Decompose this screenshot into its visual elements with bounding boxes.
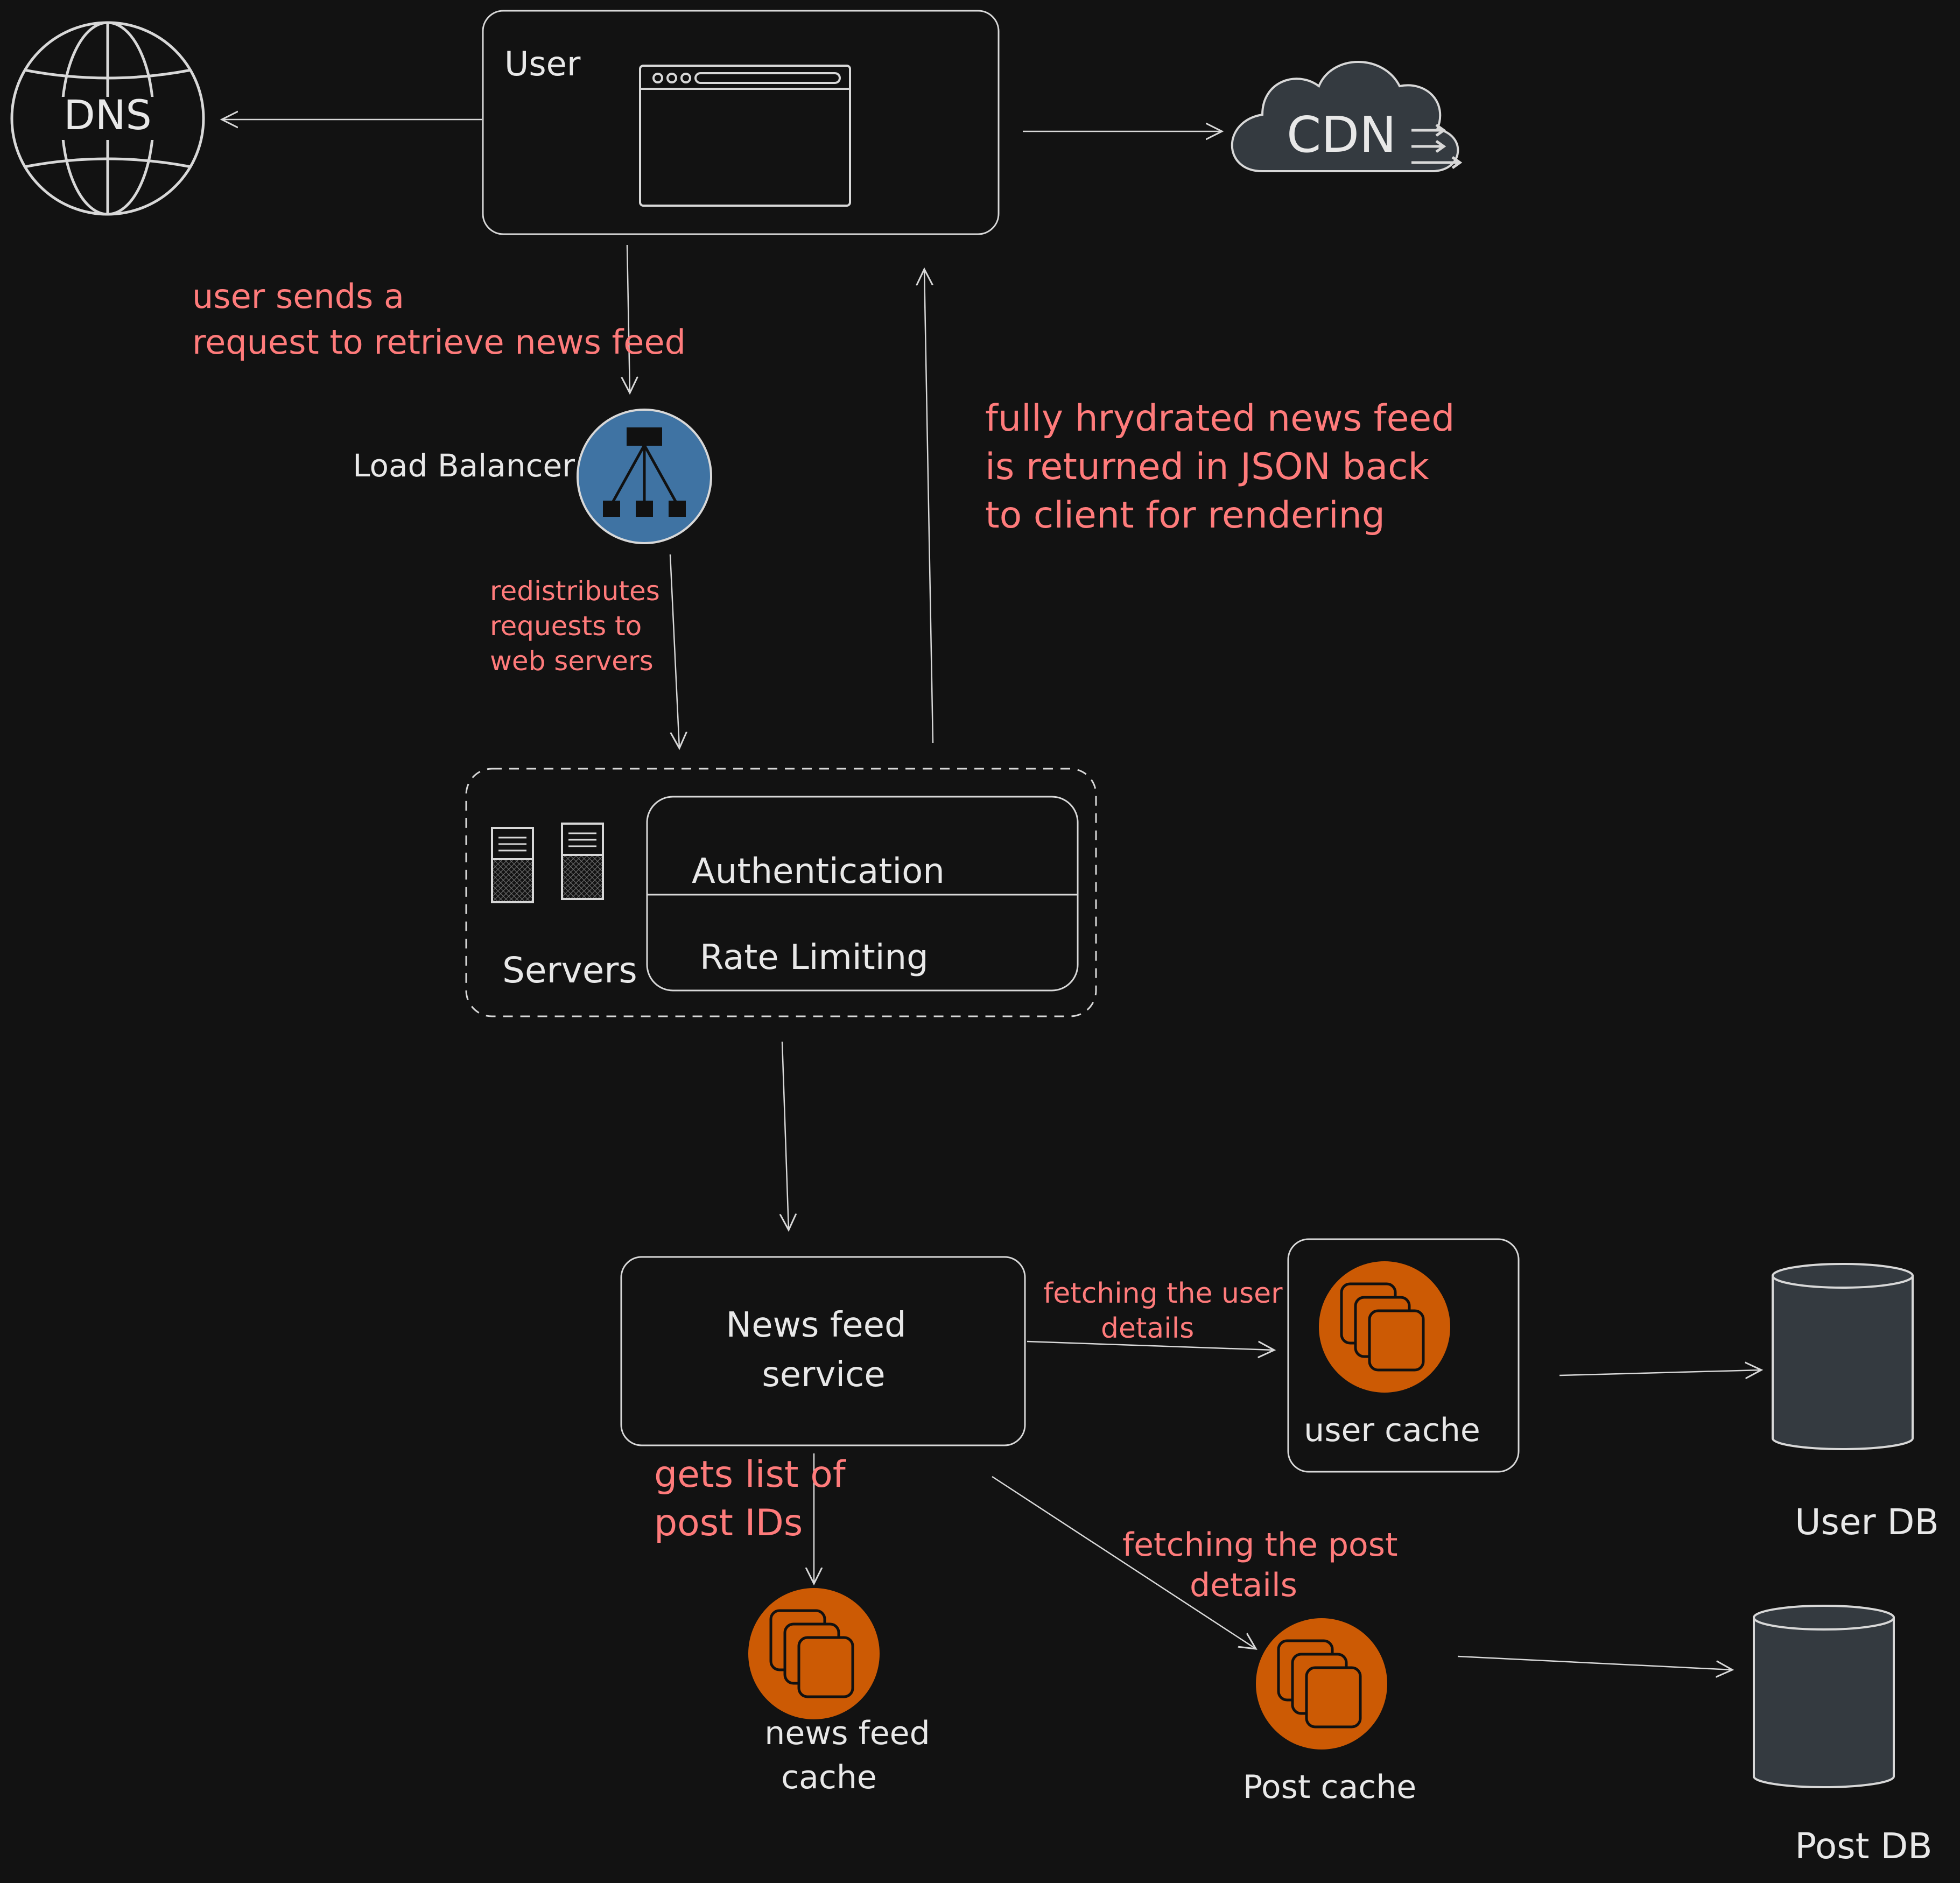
news-feed-cache-node: news feed cache (748, 1588, 930, 1796)
cache-icon (1256, 1618, 1387, 1749)
server-rack-icon (561, 823, 604, 900)
authentication-label: Authentication (692, 852, 945, 891)
arrow-newsfeed-to-postcache (992, 1476, 1256, 1649)
connections (222, 120, 1761, 1670)
user-node[interactable]: User (482, 10, 1000, 235)
arrow-servers-to-newsfeed (782, 1041, 789, 1230)
cdn-node: CDN (1231, 61, 1463, 172)
servers-node: Servers Authentication Rate Limiting (465, 768, 1097, 1017)
news-feed-service-line1: News feed (726, 1305, 906, 1345)
annotation-line: requests to (490, 610, 642, 642)
annotation-line: details (1101, 1312, 1194, 1345)
server-rack-icon (491, 827, 534, 903)
annotation-user-request: user sends a request to retrieve news fe… (192, 277, 686, 362)
user-cache-node: user cache (1287, 1238, 1520, 1473)
database-icon (1772, 1263, 1914, 1450)
annotation-line: details (1190, 1566, 1297, 1604)
arrow-user-to-lb (627, 244, 630, 393)
load-balancer-icon (577, 409, 712, 544)
annotation-gets-post-ids: gets list of post IDs (654, 1453, 847, 1544)
annotation-fetch-post: fetching the post details (1122, 1526, 1398, 1604)
annotation-line: redistributes (490, 575, 660, 607)
annotation-fetch-user: fetching the user details (1043, 1277, 1283, 1345)
user-db-node: User DB (1772, 1263, 1939, 1543)
annotation-line: fetching the post (1122, 1526, 1398, 1564)
annotation-line: web servers (490, 645, 654, 677)
annotation-line: gets list of (654, 1453, 847, 1496)
annotation-line: to client for rendering (985, 494, 1385, 537)
load-balancer-node: Load Balancer (353, 409, 712, 544)
annotation-line: fully hrydrated news feed (985, 397, 1455, 440)
news-feed-cache-line1: news feed (764, 1715, 930, 1752)
user-db-label: User DB (1795, 1501, 1939, 1543)
annotation-hydrated: fully hrydrated news feed is returned in… (985, 397, 1455, 537)
news-feed-service-node: News feed service (620, 1256, 1026, 1446)
annotation-line: is returned in JSON back (985, 446, 1430, 488)
cloud-icon (1231, 61, 1459, 172)
dns-label: DNS (64, 91, 152, 139)
load-balancer-label: Load Balancer (353, 447, 575, 484)
arrow-servers-to-user (924, 269, 934, 743)
user-cache-label: user cache (1304, 1411, 1480, 1449)
speed-lines-icon (1411, 123, 1463, 170)
database-icon (1753, 1605, 1895, 1788)
arrow-postcache-to-postdb (1457, 1655, 1732, 1670)
cdn-label: CDN (1287, 106, 1396, 164)
post-db-node: Post DB (1753, 1605, 1933, 1867)
annotation-line: user sends a (192, 277, 404, 316)
dns-node: DNS (10, 21, 205, 216)
post-db-label: Post DB (1795, 1825, 1932, 1867)
arrow-newsfeed-to-usercache (1027, 1341, 1274, 1350)
post-cache-label: Post cache (1243, 1768, 1416, 1806)
arrow-usercache-to-userdb (1559, 1370, 1761, 1375)
rate-limiting-label: Rate Limiting (700, 938, 929, 978)
cache-icon (1319, 1261, 1450, 1393)
annotation-line: post IDs (654, 1502, 803, 1544)
user-label: User (504, 44, 581, 83)
annotation-line: request to retrieve news feed (192, 322, 686, 362)
browser-window-icon (639, 65, 851, 207)
news-feed-cache-line2: cache (781, 1759, 877, 1796)
post-cache-node: Post cache (1243, 1618, 1416, 1806)
cache-icon (748, 1588, 880, 1719)
arrow-lb-to-servers (669, 554, 679, 748)
middleware-box (646, 796, 1079, 992)
annotation-lb-redistribute: redistributes requests to web servers (490, 575, 660, 677)
news-feed-service-line2: service (762, 1355, 885, 1395)
servers-label: Servers (502, 950, 637, 991)
annotation-line: fetching the user (1043, 1277, 1283, 1310)
